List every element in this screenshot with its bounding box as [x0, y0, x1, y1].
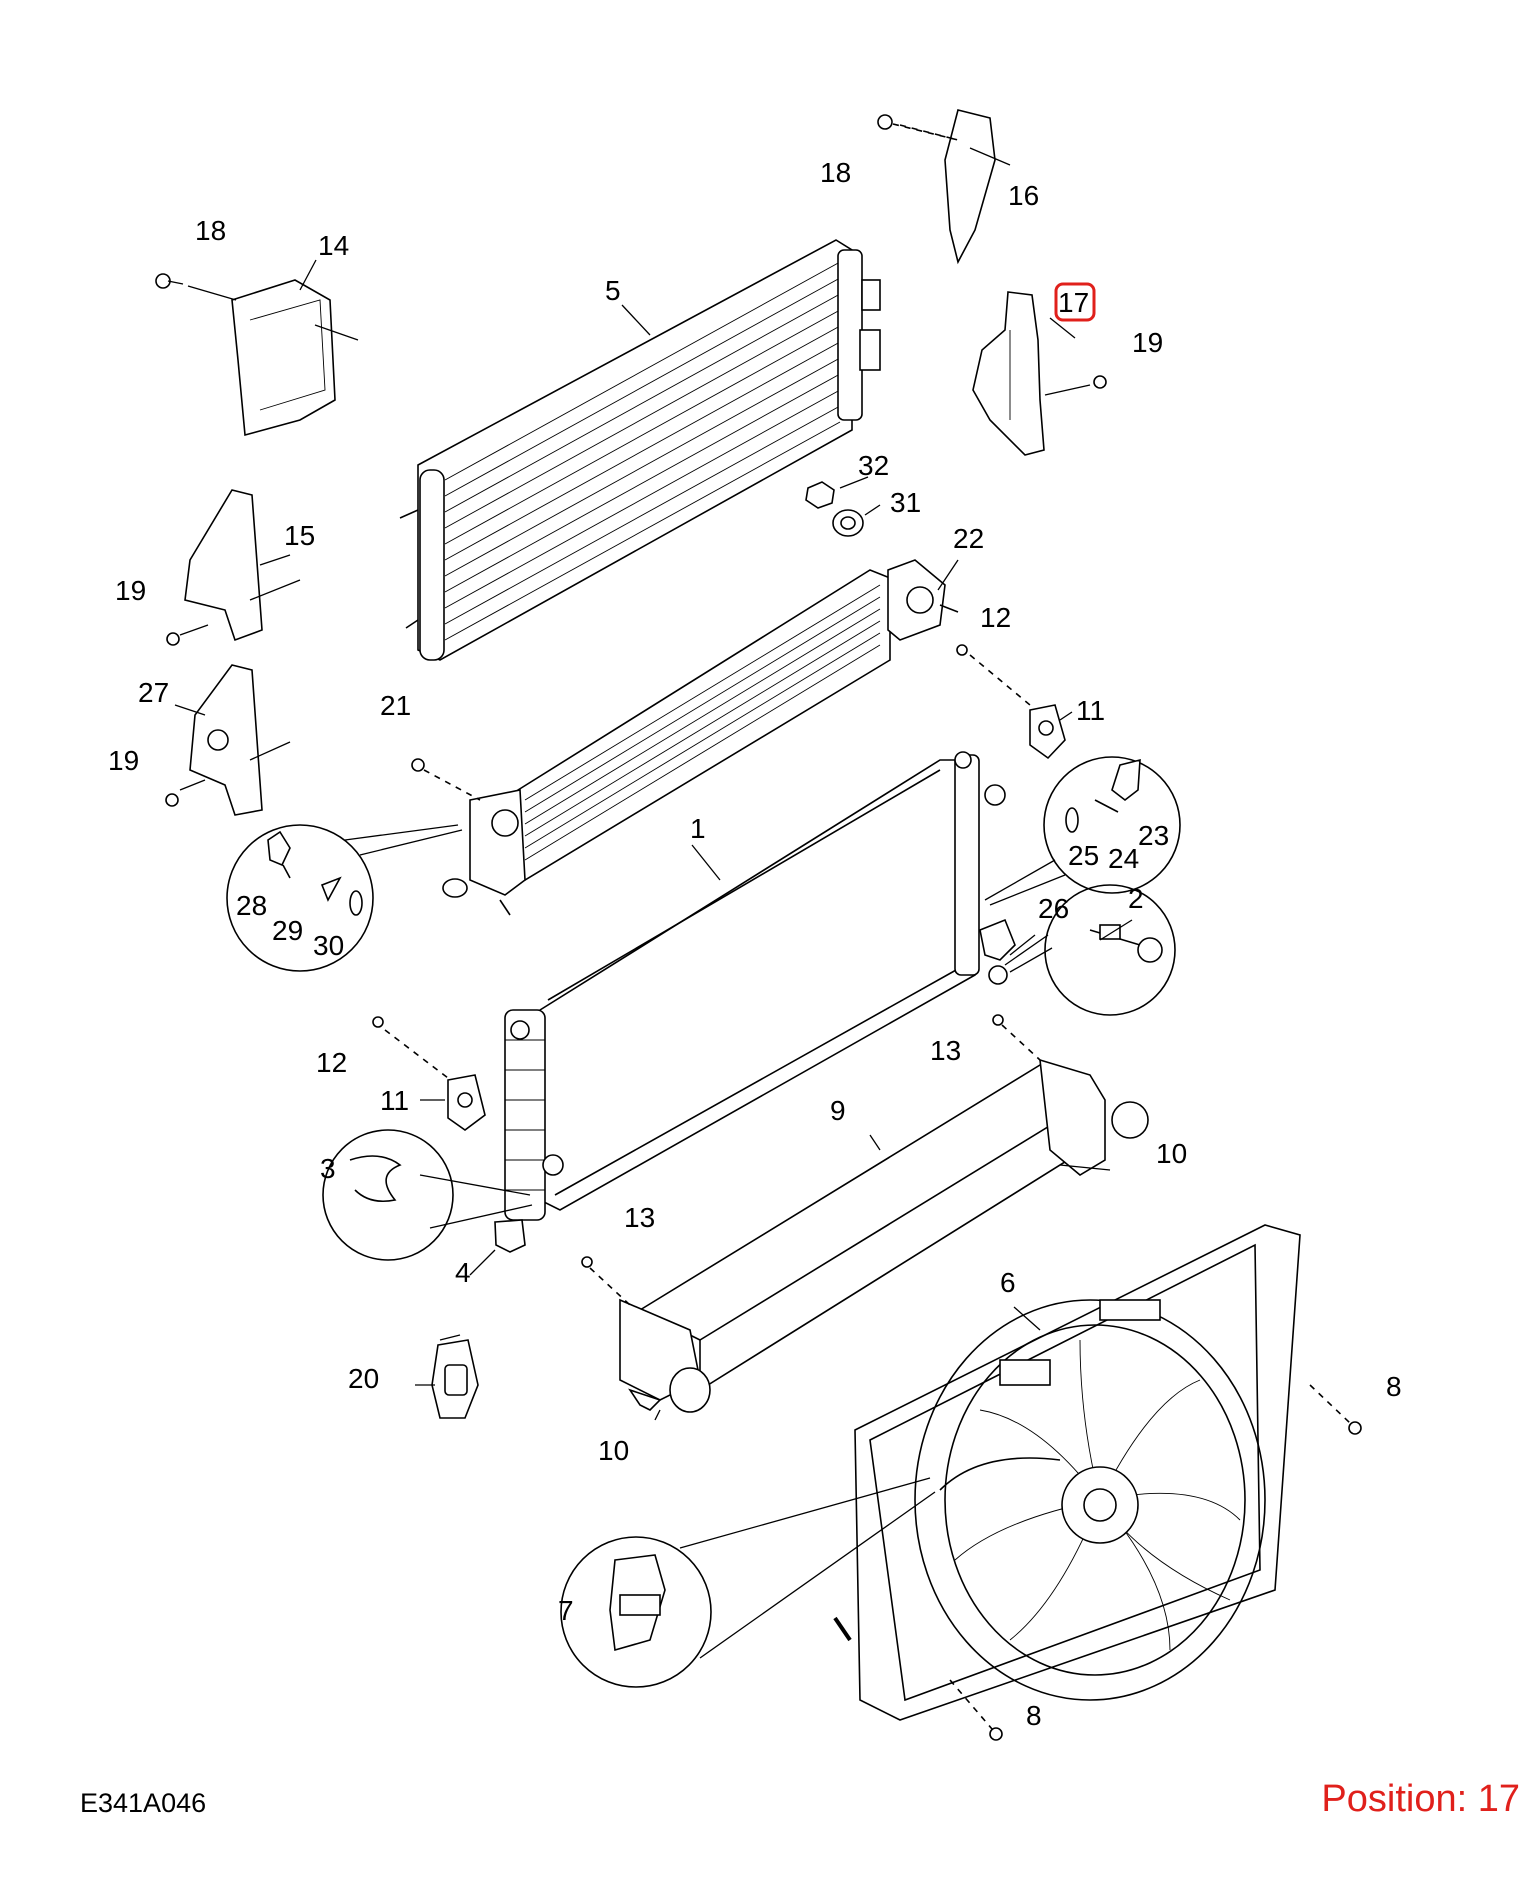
callout-2: 2: [1128, 883, 1144, 914]
callout-15: 15: [284, 520, 315, 551]
callout-19-right: 19: [1132, 327, 1163, 358]
callout-32: 32: [858, 450, 889, 481]
callout-1: 1: [690, 813, 706, 844]
part-air-deflector-17[interactable]: [972, 291, 1091, 456]
callout-8-right: 8: [1386, 1371, 1402, 1402]
callout-30: 30: [313, 930, 344, 961]
detail-circle-2[interactable]: [1004, 884, 1176, 1016]
part-condenser[interactable]: [399, 239, 881, 661]
callout-12-lower: 12: [316, 1047, 347, 1078]
part-mount-20[interactable]: [431, 1339, 479, 1419]
callout-labels: 1 2 3 4 5 6 7 8 8 9 10 10 11 11 12 12 13…: [108, 157, 1402, 1731]
detail-circle-3[interactable]: [322, 1129, 533, 1261]
callout-27: 27: [138, 677, 169, 708]
callout-9: 9: [830, 1095, 846, 1126]
detail-circle-7[interactable]: [560, 1477, 936, 1688]
callout-3: 3: [320, 1153, 336, 1184]
part-grommet-31[interactable]: [832, 509, 864, 537]
diagram-reference-code: E341A046: [80, 1788, 207, 1818]
part-mount-4[interactable]: [494, 1219, 526, 1253]
position-label: Position: 17: [1321, 1778, 1520, 1820]
part-radiator[interactable]: [504, 751, 1016, 1221]
callout-22: 22: [953, 523, 984, 554]
callout-19-mid: 19: [115, 575, 146, 606]
highlight-box-17: [1054, 282, 1096, 322]
callout-24: 24: [1108, 843, 1139, 874]
part-air-deflector-27[interactable]: [179, 664, 291, 816]
callout-18-upper: 18: [820, 157, 851, 188]
callout-13-upper: 13: [930, 1035, 961, 1066]
callout-13-lower: 13: [624, 1202, 655, 1233]
part-air-deflector-16[interactable]: [899, 109, 1011, 265]
callout-11-lower: 11: [380, 1085, 409, 1116]
part-auxiliary-radiator[interactable]: [442, 559, 959, 916]
callout-10-bottom: 10: [598, 1435, 629, 1466]
part-bracket-11-lower[interactable]: [384, 1029, 486, 1131]
callout-28: 28: [236, 890, 267, 921]
detail-circle-28-30[interactable]: [226, 824, 463, 972]
callout-31: 31: [890, 487, 921, 518]
callout-20: 20: [348, 1363, 379, 1394]
callout-11-upper: 11: [1076, 695, 1105, 726]
leader-lines: [174, 259, 1133, 1421]
callout-7: 7: [558, 1595, 574, 1626]
part-fan-shroud[interactable]: [854, 1224, 1301, 1721]
callout-6: 6: [1000, 1267, 1016, 1298]
callout-14: 14: [318, 230, 349, 261]
callout-5: 5: [605, 275, 621, 306]
callout-26: 26: [1038, 893, 1069, 924]
part-bracket-11-upper[interactable]: [969, 654, 1066, 760]
callout-25: 25: [1068, 840, 1099, 871]
part-charge-air-cooler[interactable]: [619, 1058, 1149, 1413]
callout-23: 23: [1138, 820, 1169, 851]
callout-4: 4: [455, 1257, 471, 1288]
callout-8-bottom: 8: [1026, 1700, 1042, 1731]
part-nut-32[interactable]: [805, 481, 835, 509]
callout-10-right: 10: [1156, 1138, 1187, 1169]
callout-16: 16: [1008, 180, 1039, 211]
callout-21: 21: [380, 690, 411, 721]
fasteners: [155, 114, 1362, 1741]
callout-29: 29: [272, 915, 303, 946]
callout-18-left: 18: [195, 215, 226, 246]
part-air-deflector-14[interactable]: [187, 279, 359, 437]
callout-19-lower: 19: [108, 745, 139, 776]
detail-circle-23-25[interactable]: [984, 756, 1181, 906]
callout-17: 17: [1058, 287, 1089, 318]
callout-12-upper: 12: [980, 602, 1011, 633]
part-air-deflector-15[interactable]: [179, 489, 301, 642]
